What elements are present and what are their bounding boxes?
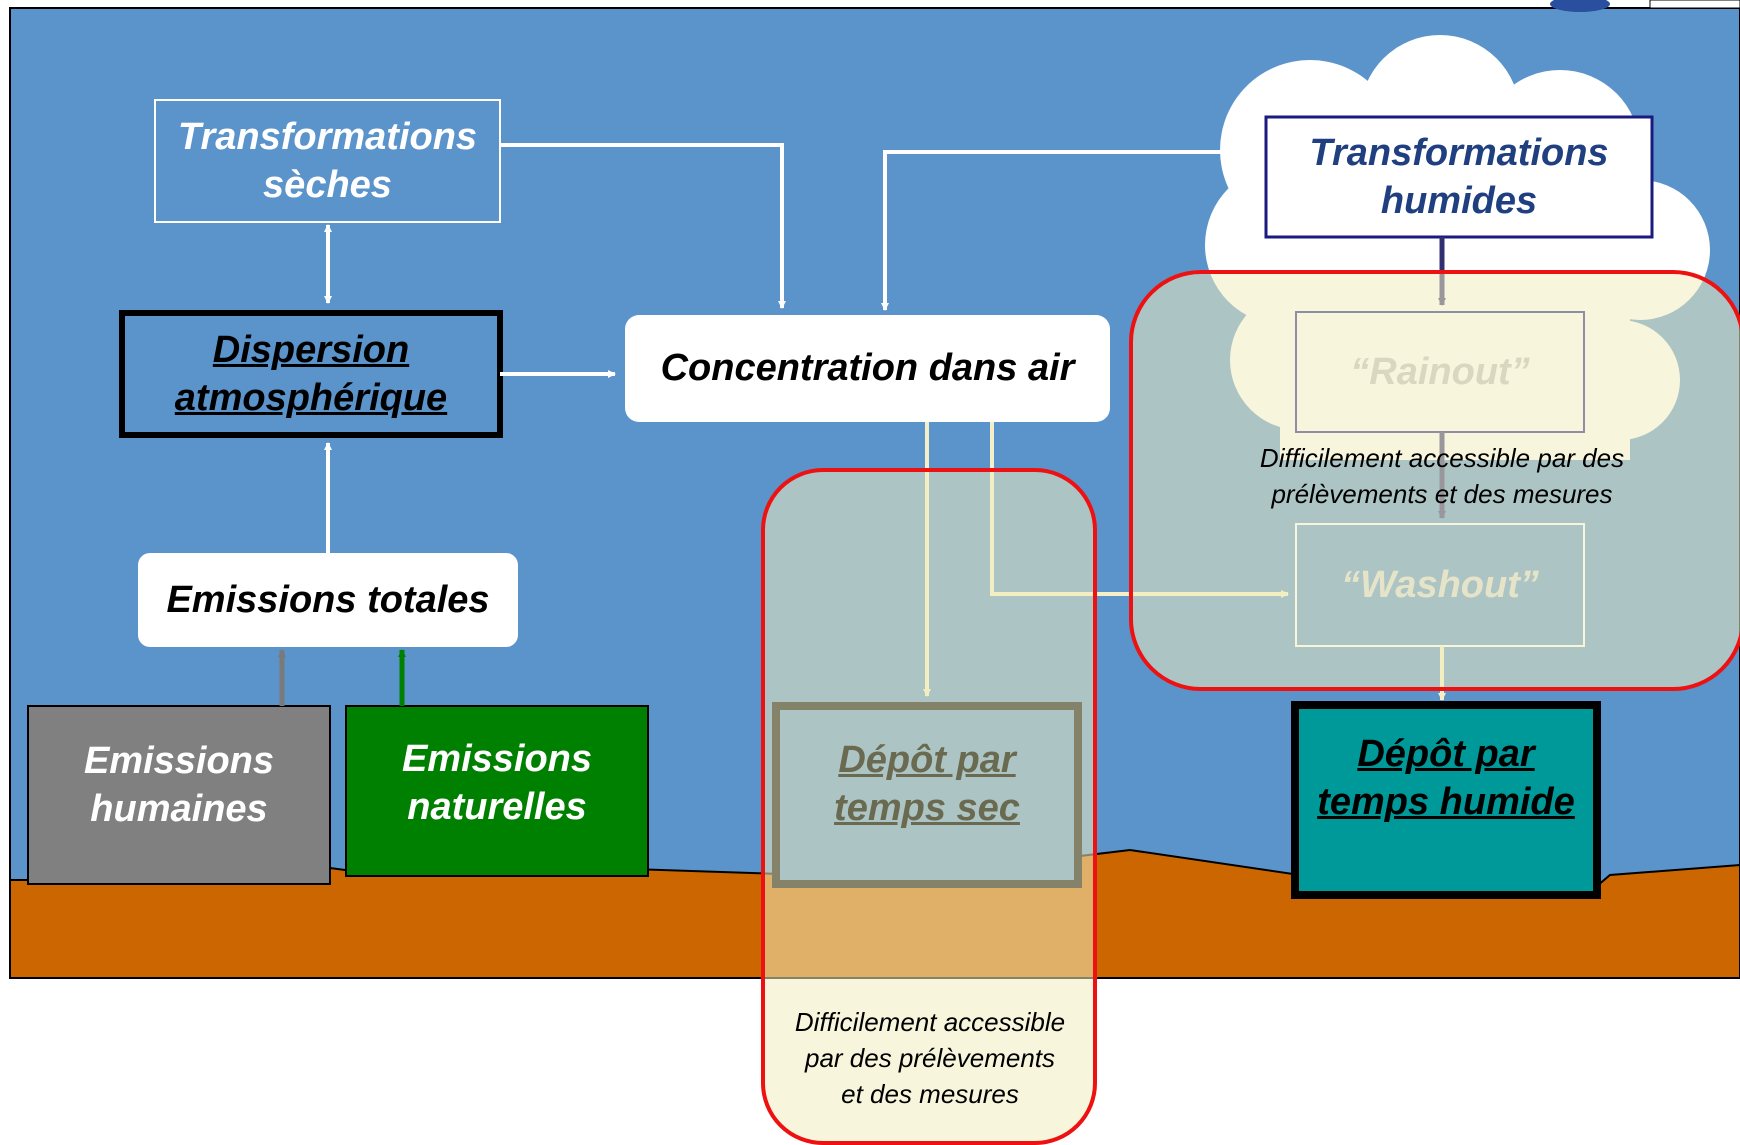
dry-note-line-2: par des prélèvements (804, 1043, 1056, 1073)
emissions-totales-text: Emissions totales (166, 578, 490, 621)
corner-logo-fragment (1649, 0, 1740, 9)
depot-sec-label: Dépôt par temps sec (776, 724, 1078, 844)
washout-text: “Washout” (1341, 563, 1539, 606)
depot-humide-box (1291, 701, 1601, 899)
wet-note-line-1: Difficilement accessible par des (1259, 443, 1625, 473)
dry-note-line-1: Difficilement accessible (794, 1007, 1066, 1037)
emissions-humaines-box (27, 705, 331, 885)
depot-humide-line-1: Dépôt par (1357, 733, 1535, 775)
emissions-naturelles-line-1: Emissions (401, 738, 593, 780)
depot-sec-line-2: temps sec (834, 787, 1020, 829)
wet-inaccessible-note: Difficilement accessible par des prélève… (1222, 438, 1662, 514)
transformations-humides-box (1264, 115, 1654, 239)
rainout-text: “Rainout” (1350, 350, 1530, 393)
depot-humide-line-2: temps humide (1317, 781, 1575, 823)
depot-humide-label: Dépôt par temps humide (1295, 718, 1597, 838)
transformations-humides-label: Transformations humides (1266, 117, 1652, 237)
dispersion-line-2: atmosphérique (174, 377, 448, 419)
corner-logo-icon (1550, 0, 1610, 12)
rainout-label: “Rainout” (1296, 312, 1584, 432)
transformations-seches-label: Transformations sèches (155, 100, 500, 222)
emissions-naturelles-line-2: naturelles (407, 786, 587, 828)
dispersion-line-1: Dispersion (212, 329, 410, 371)
transformations-humides-line-1: Transformations (1309, 132, 1609, 174)
transformations-seches-box (154, 99, 501, 223)
emissions-humaines-line-1: Emissions (83, 740, 275, 782)
depot-sec-line-1: Dépôt par (838, 739, 1016, 781)
transformations-seches-line-2: sèches (263, 164, 392, 206)
dry-note-line-3: et des mesures (841, 1079, 1019, 1109)
transformations-humides-line-2: humides (1380, 180, 1538, 222)
emissions-totales-box (138, 553, 518, 647)
emissions-humaines-line-2: humaines (90, 788, 268, 830)
arrow-seches-to-concentration (500, 143, 786, 309)
emissions-humaines-label: Emissions humaines (28, 730, 330, 840)
washout-label: “Washout” (1296, 524, 1584, 646)
concentration-box (625, 315, 1110, 422)
dry-inaccessible-highlight (761, 468, 1097, 1145)
emissions-totales-label: Emissions totales (138, 553, 518, 647)
concentration-label: Concentration dans air (625, 315, 1110, 422)
dispersion-box (119, 310, 503, 438)
dispersion-label: Dispersion atmosphérique (122, 313, 500, 435)
wet-inaccessible-highlight (1129, 270, 1740, 691)
emissions-naturelles-label: Emissions naturelles (346, 728, 648, 838)
concentration-text: Concentration dans air (660, 347, 1075, 389)
transformations-seches-line-1: Transformations (177, 116, 478, 158)
wet-note-line-2: prélèvements et des mesures (1271, 479, 1613, 509)
dry-inaccessible-note: Difficilement accessible par des prélève… (770, 1002, 1090, 1114)
emissions-naturelles-box (345, 705, 649, 877)
